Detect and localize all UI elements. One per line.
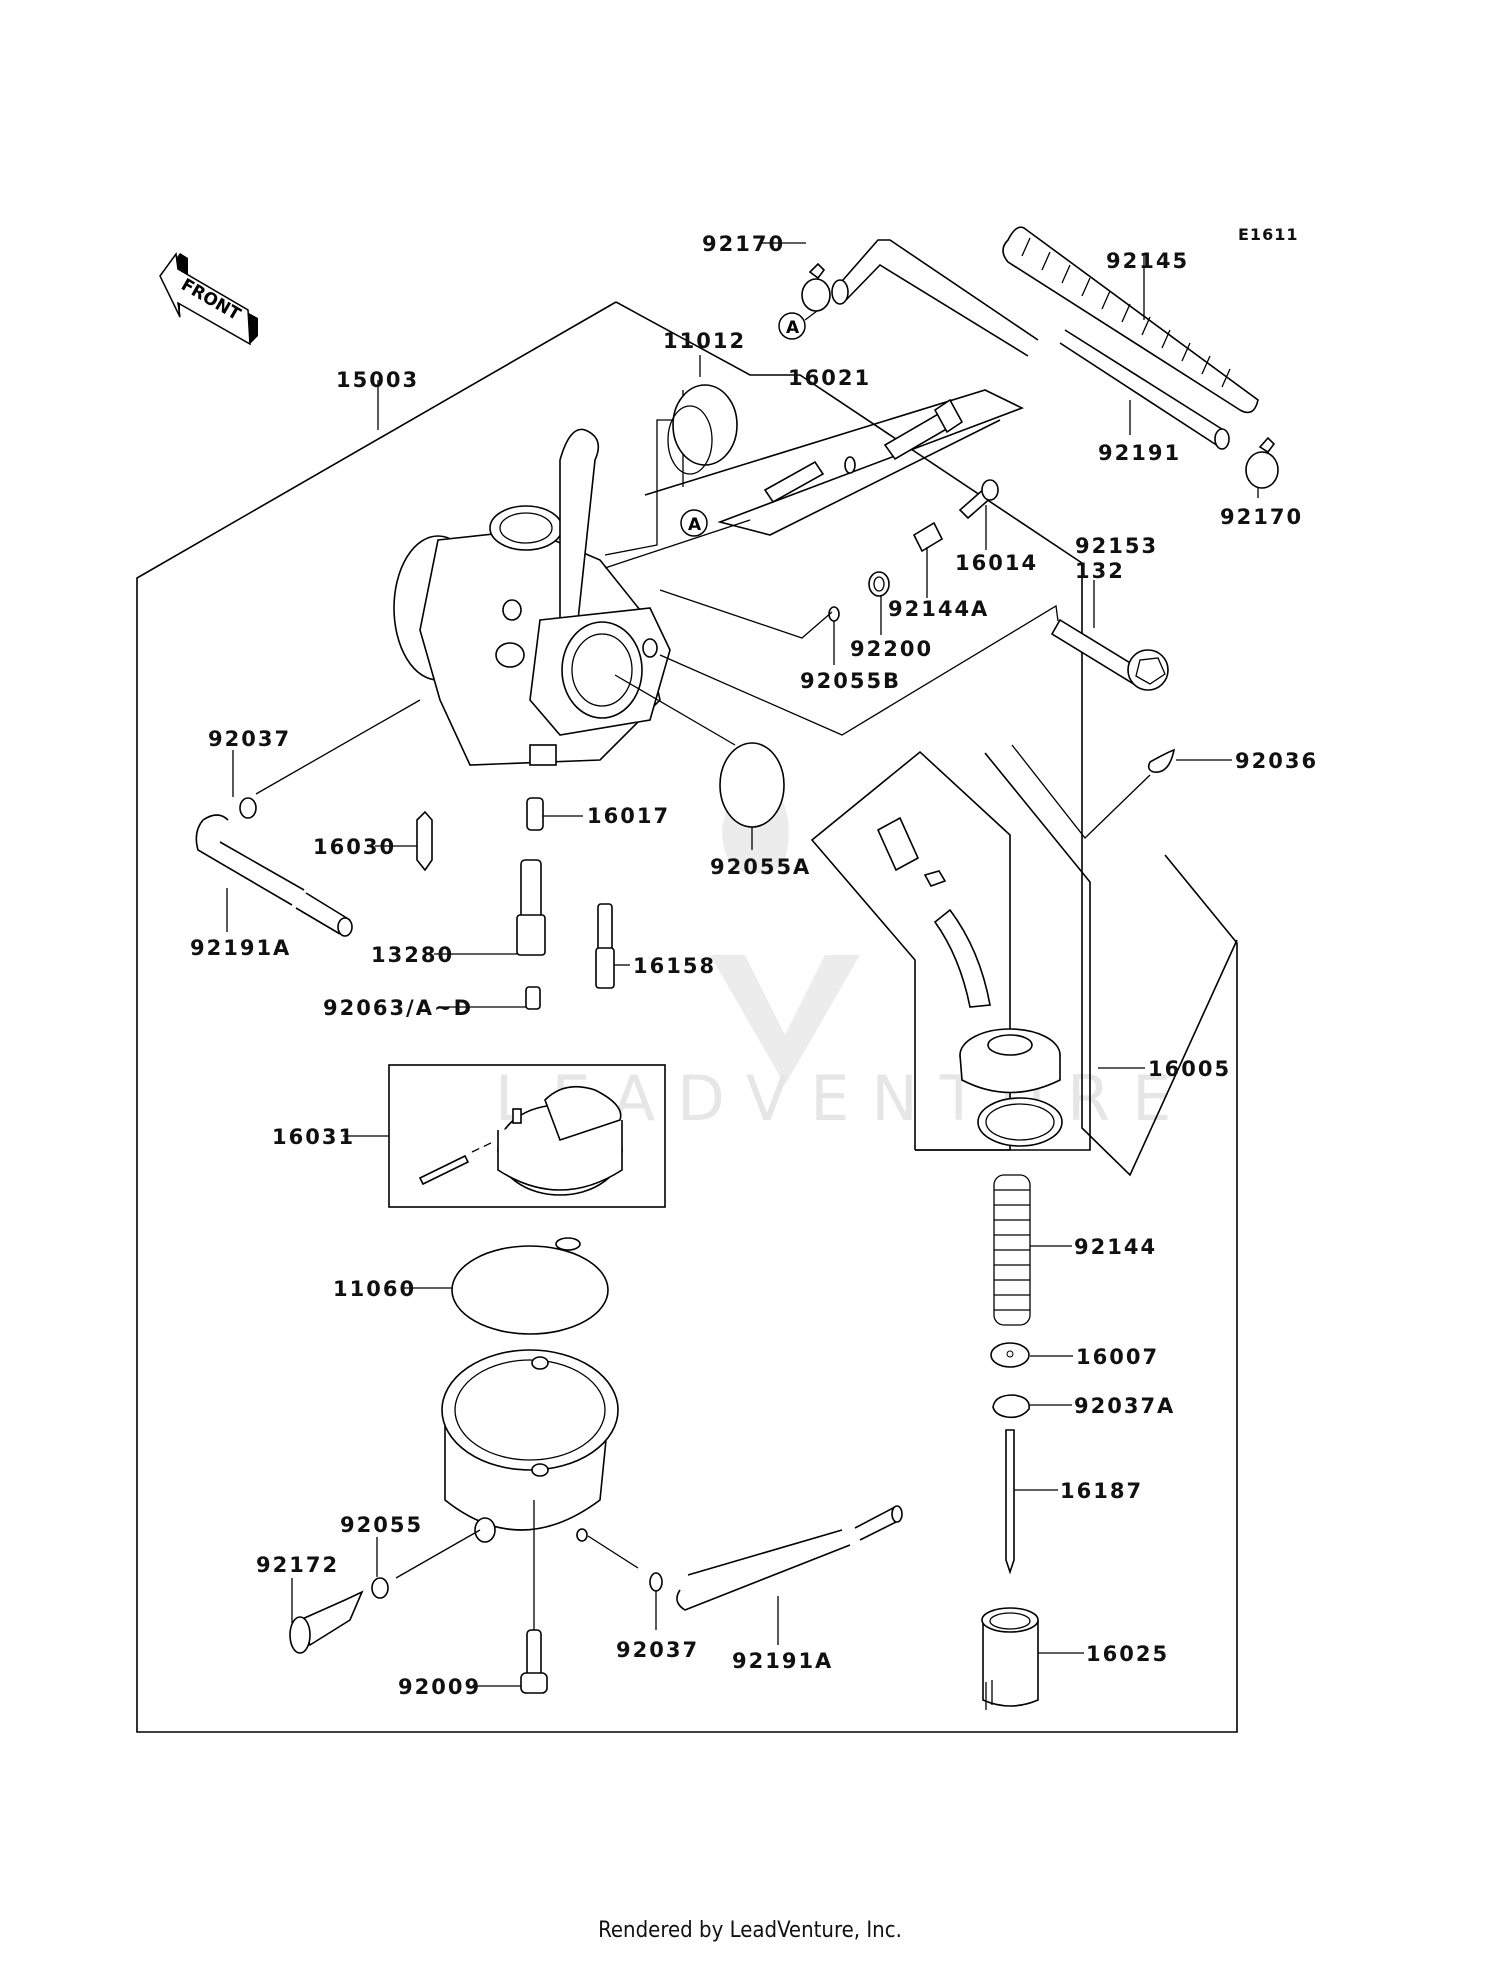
- leader-92055-body: [395, 1529, 481, 1579]
- part-16187-needle: [1005, 1429, 1015, 1575]
- leader-92037-body-bottom: [587, 1535, 639, 1569]
- label-92191[interactable]: 92191: [1098, 441, 1181, 465]
- part-16014-screw: [958, 479, 999, 520]
- ref-marker-a-text: A: [786, 318, 800, 338]
- leader-92036-body: [1011, 744, 1151, 839]
- part-16021-pilot-screw: [763, 398, 964, 504]
- box-16021: [644, 389, 1025, 536]
- ref-marker-a-text: A: [688, 515, 702, 535]
- label-16031[interactable]: 16031: [272, 1125, 355, 1149]
- label-11012[interactable]: 11012: [663, 329, 746, 353]
- ref-marker-a-top: A: [778, 312, 806, 340]
- footer-credit: Rendered by LeadVenture, Inc.: [598, 1918, 902, 1943]
- part-float-bowl: [441, 1349, 619, 1543]
- part-92037A-clip: [992, 1394, 1030, 1419]
- part-92055A-oring: [719, 742, 785, 828]
- label-92036[interactable]: 92036: [1235, 749, 1318, 773]
- part-92037-clip-bottom: [649, 1572, 663, 1592]
- carburetor-body: [393, 428, 671, 766]
- ref-marker-a-main: A: [680, 509, 708, 537]
- part-92170-clip-right: [1245, 436, 1279, 489]
- leader-92055B-body: [659, 589, 833, 639]
- label-11060[interactable]: 11060: [333, 1277, 416, 1301]
- assembly-boundary-left: [136, 301, 1238, 1733]
- leader-11012: [604, 419, 680, 556]
- label-16158[interactable]: 16158: [633, 954, 716, 978]
- part-92191A-hose-bottom: [676, 1505, 903, 1611]
- part-92009-screw: [520, 1629, 548, 1694]
- label-16030[interactable]: 16030: [313, 835, 396, 859]
- label-16017[interactable]: 16017: [587, 804, 670, 828]
- part-16005-choke: [876, 816, 1063, 1147]
- label-16005[interactable]: 16005: [1148, 1057, 1231, 1081]
- part-92036-clip: [1147, 748, 1176, 773]
- part-92145-spring-sleeve: [1002, 226, 1259, 414]
- leader-to-A: [604, 519, 751, 569]
- leader-92055A-body: [614, 674, 736, 746]
- part-92144A-spring: [912, 521, 944, 553]
- label-92055B[interactable]: 92055B: [800, 669, 901, 693]
- label-16021[interactable]: 16021: [788, 366, 871, 390]
- label-92055[interactable]: 92055: [340, 1513, 423, 1537]
- part-16025-throttle-valve: [981, 1607, 1039, 1710]
- part-92170-clip-top: [801, 262, 831, 312]
- label-92172[interactable]: 92172: [256, 1553, 339, 1577]
- label-92144[interactable]: 92144: [1074, 1235, 1157, 1259]
- label-92191A-bottom[interactable]: 92191A: [732, 1649, 833, 1673]
- label-92009[interactable]: 92009: [398, 1675, 481, 1699]
- leader-92153-body: [659, 604, 1059, 736]
- part-16030-float-valve: [416, 810, 433, 872]
- part-11060-tab: [555, 1237, 581, 1251]
- part-92055-oring: [371, 1577, 389, 1599]
- label-92063[interactable]: 92063/A~D: [323, 996, 473, 1020]
- watermark-v-icon: [710, 955, 860, 1085]
- label-92037A[interactable]: 92037A: [1074, 1394, 1175, 1418]
- label-13280[interactable]: 13280: [371, 943, 454, 967]
- label-16007[interactable]: 16007: [1076, 1345, 1159, 1369]
- part-16007-seat: [990, 1342, 1030, 1368]
- label-92170-right[interactable]: 92170: [1220, 505, 1303, 529]
- part-16017-jet: [526, 797, 544, 831]
- label-16187[interactable]: 16187: [1060, 1479, 1143, 1503]
- label-16025[interactable]: 16025: [1086, 1642, 1169, 1666]
- label-92191A-left[interactable]: 92191A: [190, 936, 291, 960]
- part-16031-float: [418, 1085, 623, 1196]
- part-92191A-hose-left: [195, 814, 353, 937]
- label-92055A[interactable]: 92055A: [710, 855, 811, 879]
- part-11012-cap: [667, 384, 738, 475]
- label-92145[interactable]: 92145: [1106, 249, 1189, 273]
- part-92200-washer: [868, 571, 890, 597]
- label-92153-qty: 132: [1075, 559, 1125, 583]
- label-92037-left[interactable]: 92037: [208, 727, 291, 751]
- part-92037-clip-left: [239, 797, 257, 819]
- part-92153-bolt: [1050, 618, 1169, 691]
- label-92144A[interactable]: 92144A: [888, 597, 989, 621]
- label-92037-bottom[interactable]: 92037: [616, 1638, 699, 1662]
- front-arrow-icon: FRONT: [159, 252, 258, 346]
- part-11060-gasket: [451, 1245, 609, 1335]
- label-15003[interactable]: 15003: [336, 368, 419, 392]
- box-16005-right: [915, 752, 1091, 1151]
- label-16014[interactable]: 16014: [955, 551, 1038, 575]
- label-92170-top[interactable]: 92170: [702, 232, 785, 256]
- part-92172-screw: [289, 1590, 364, 1654]
- leader-92037-body: [255, 699, 421, 795]
- part-92063-main-jet: [525, 986, 541, 1010]
- part-16158-needle-jet: [595, 903, 615, 989]
- label-92153[interactable]: 92153: [1075, 534, 1158, 558]
- label-92200[interactable]: 92200: [850, 637, 933, 661]
- diagram-code: E1611: [1238, 225, 1298, 244]
- part-92144-spring: [993, 1174, 1031, 1326]
- part-13280-main-jet-holder: [516, 859, 546, 956]
- part-92191-hose-top: [831, 239, 1230, 450]
- assembly-boundary: [615, 301, 1238, 1177]
